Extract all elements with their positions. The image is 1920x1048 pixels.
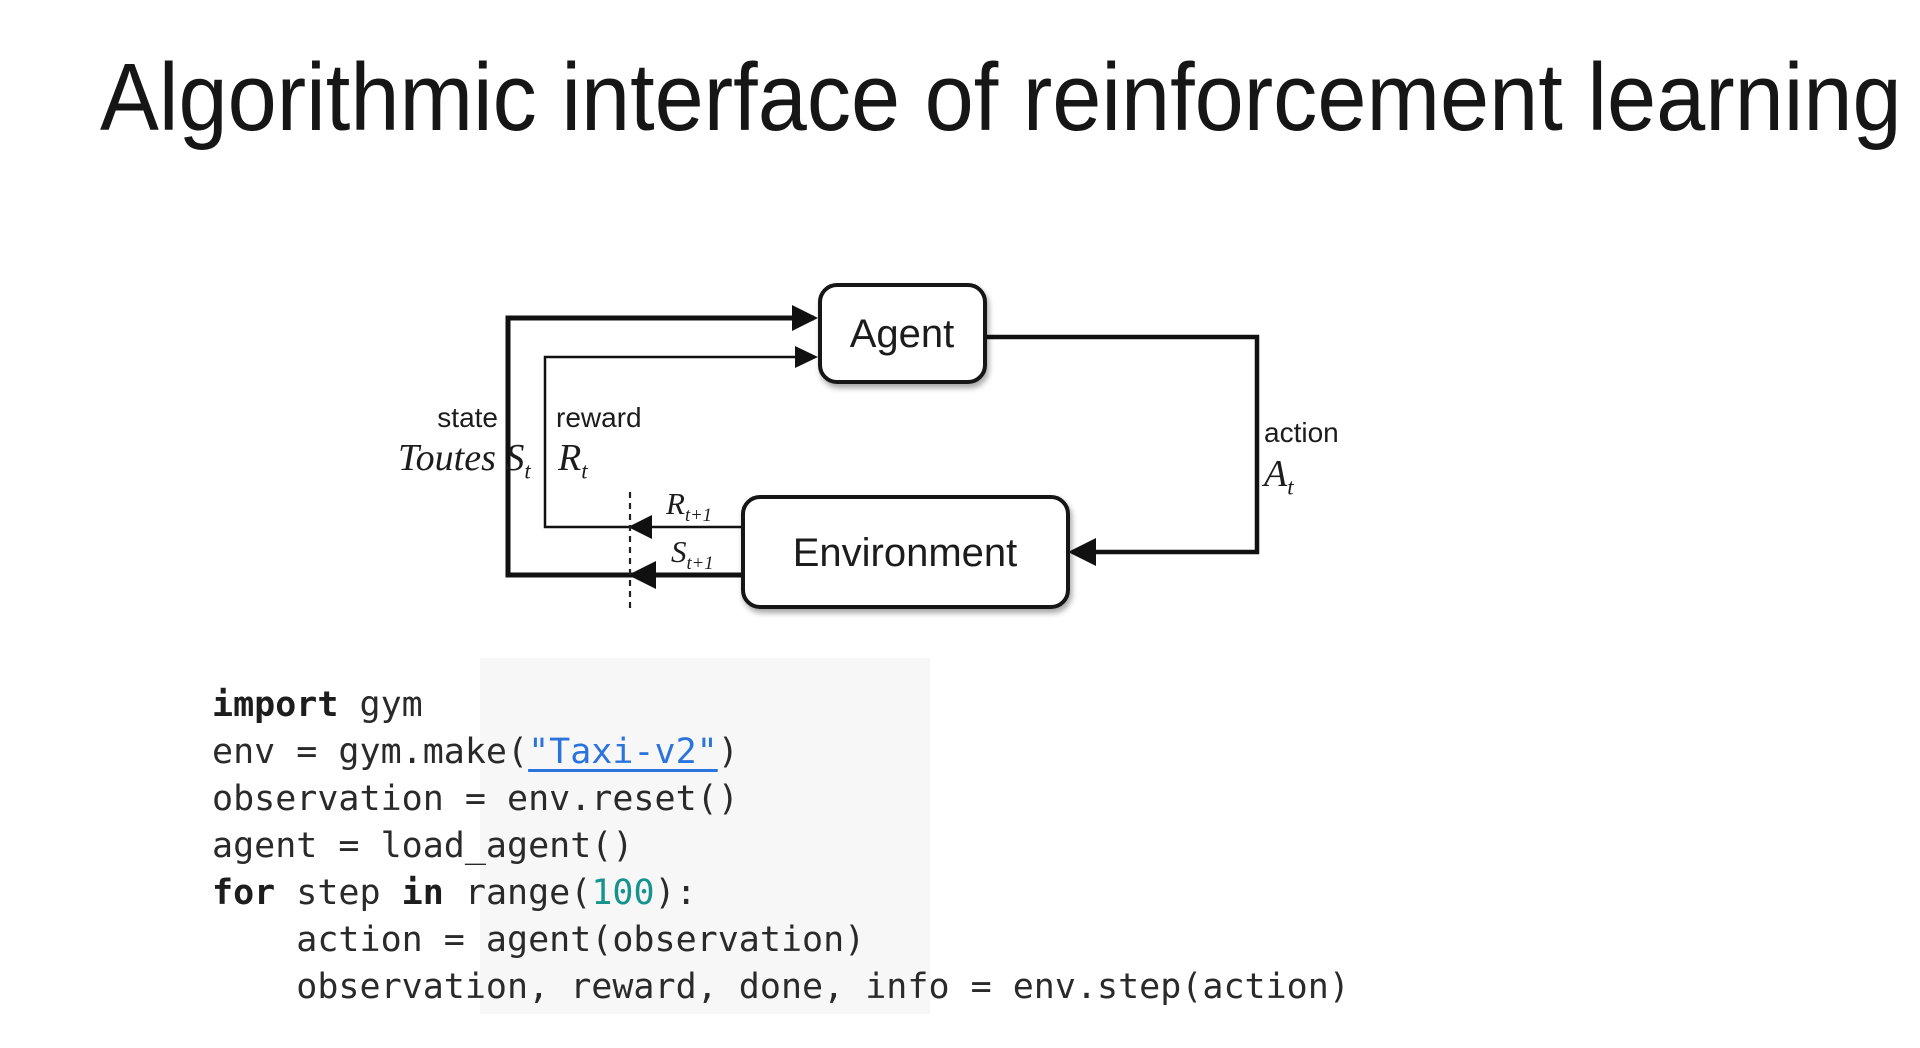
environment-label: Environment — [793, 531, 1018, 575]
code-line-7: observation, reward, done, info = env.st… — [212, 964, 1350, 1011]
code-link-taxi-v2[interactable]: "Taxi-v2" — [528, 732, 718, 772]
action-loop-line — [985, 334, 1260, 555]
code-token: step — [275, 873, 402, 913]
next-reward-arrowhead-icon — [628, 515, 652, 539]
code-backdrop — [480, 658, 930, 1014]
action-label: action — [1264, 417, 1339, 448]
code-token: ): — [654, 873, 697, 913]
reward-symbol: Rt — [558, 437, 588, 484]
code-token: observation, reward, done, info = env.st… — [212, 967, 1350, 1007]
agent-label: Agent — [850, 312, 955, 356]
code-token: for — [212, 873, 276, 913]
page-title: Algorithmic interface of reinforcement l… — [100, 44, 1902, 151]
action-arrowhead-into-environment-icon — [1068, 538, 1096, 566]
next-state-arrowhead-icon — [628, 561, 656, 589]
environment-box — [741, 495, 1070, 609]
code-line-5: for step in range(100): — [212, 870, 1350, 917]
code-line-2: env = gym.make("Taxi-v2") — [212, 729, 1350, 776]
next-reward-symbol: Rt+1 — [666, 486, 712, 527]
code-token: gym — [338, 685, 423, 725]
action-symbol: At — [1264, 453, 1294, 500]
state-arrowhead-into-agent-icon — [792, 305, 818, 331]
code-token: agent = load_agent() — [212, 826, 634, 866]
code-token: ) — [717, 732, 739, 772]
code-token: observation = env.reset() — [212, 779, 739, 819]
reward-label: reward — [556, 402, 642, 433]
rl-loop-diagram: Agent Environment — [505, 283, 1260, 612]
code-token: import — [212, 685, 339, 725]
code-token: env = gym.make( — [212, 732, 529, 772]
state-loop-line — [505, 315, 814, 578]
code-line-1: import gym — [212, 682, 1350, 729]
code-token: in — [401, 873, 444, 913]
next-state-symbol: St+1 — [671, 534, 714, 575]
code-token: range( — [443, 873, 592, 913]
reward-arrowhead-into-agent-icon — [795, 346, 818, 368]
code-token: 100 — [591, 873, 655, 913]
state-symbol: Toutes St — [398, 437, 531, 484]
code-line-4: agent = load_agent() — [212, 823, 1350, 870]
code-line-3: observation = env.reset() — [212, 776, 1350, 823]
code-token: action = agent(observation) — [212, 920, 866, 960]
state-label: state — [437, 402, 498, 433]
agent-box — [818, 283, 987, 384]
code-line-6: action = agent(observation) — [212, 917, 1350, 964]
